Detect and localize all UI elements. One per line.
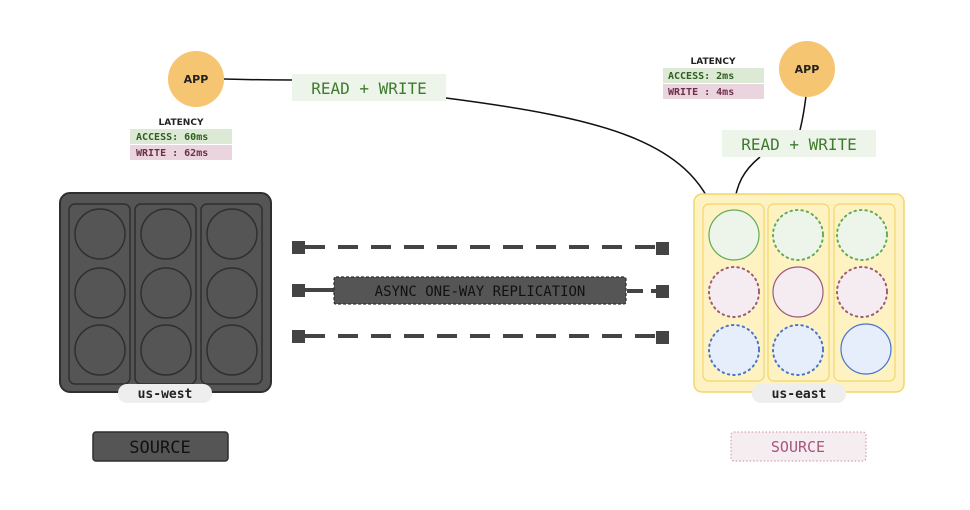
west-write-text: WRITE : 62ms: [136, 148, 208, 159]
replication-endpoint: [292, 241, 305, 254]
us-west-node: [74, 324, 126, 376]
us-west-node: [206, 267, 258, 319]
replication-label-box: [333, 276, 627, 305]
west-app: APP: [168, 51, 224, 107]
replication-label: ASYNC ONE-WAY REPLICATION: [375, 284, 586, 300]
west-source-text: SOURCE: [129, 438, 190, 458]
us-west-node: [140, 267, 192, 319]
west-read-write-label: READ + WRITE: [292, 74, 446, 101]
us-east-node-replica-blue: [772, 324, 824, 376]
east-source-badge: SOURCE: [730, 431, 867, 462]
us-east-node-replica-green: [772, 209, 824, 261]
us-west-region-label: us-west: [138, 387, 193, 402]
replication-endpoint: [656, 242, 669, 255]
east-write-text: WRITE : 4ms: [668, 87, 734, 98]
east-read-write-text: READ + WRITE: [741, 135, 857, 154]
us-west-node: [206, 208, 258, 260]
replication-endpoint: [656, 285, 669, 298]
west-latency-title: LATENCY: [159, 118, 204, 128]
us-east-node-replica-pink: [836, 266, 888, 318]
east-app: APP: [779, 41, 835, 97]
us-east-node-replica-green: [836, 209, 888, 261]
east-access-text: ACCESS: 2ms: [668, 71, 734, 82]
replication-endpoint: [292, 284, 305, 297]
west-latency: LATENCY ACCESS: 60ms WRITE : 62ms: [130, 118, 232, 160]
east-app-label: APP: [795, 63, 820, 76]
east-latency: LATENCY ACCESS: 2ms WRITE : 4ms: [663, 57, 764, 99]
us-east-node-primary-pink: [772, 266, 824, 318]
east-read-write-label: READ + WRITE: [722, 130, 876, 157]
west-access-bg: [130, 129, 232, 144]
us-east-region-pill: [752, 384, 846, 403]
east-source-bg: [730, 431, 867, 462]
us-west-cluster: us-west: [59, 192, 272, 403]
west-read-write-text: READ + WRITE: [311, 79, 427, 98]
us-east-node-primary-blue: [840, 323, 892, 375]
replication-endpoint: [292, 330, 305, 343]
west-source-bg: [92, 431, 229, 462]
us-west-node: [206, 324, 258, 376]
east-access-bg: [663, 68, 764, 83]
west-to-east-rw-arrow: [445, 97, 718, 218]
east-app-circle: [779, 41, 835, 97]
us-west-node: [74, 267, 126, 319]
east-write-bg: [663, 84, 764, 99]
us-east-node-primary-green: [708, 209, 760, 261]
west-access-text: ACCESS: 60ms: [136, 132, 208, 143]
us-west-node: [140, 208, 192, 260]
west-app-connector: [223, 78, 293, 81]
east-source-text: SOURCE: [771, 438, 825, 456]
replication-links: ASYNC ONE-WAY REPLICATION: [292, 241, 669, 344]
us-east-node-replica-blue: [708, 324, 760, 376]
west-source-badge: SOURCE: [92, 431, 229, 462]
us-east-cluster: us-east: [693, 193, 905, 403]
west-app-label: APP: [184, 73, 209, 86]
west-read-write-bg: [292, 74, 446, 101]
us-east-region-label: us-east: [772, 387, 827, 402]
replication-endpoint: [656, 331, 669, 344]
us-west-node: [140, 324, 192, 376]
east-read-write-bg: [722, 130, 876, 157]
west-write-bg: [130, 145, 232, 160]
east-app-connector: [799, 95, 807, 131]
us-west-node: [74, 208, 126, 260]
east-latency-title: LATENCY: [691, 57, 736, 67]
us-west-region-pill: [118, 384, 212, 403]
us-east-node-replica-pink: [708, 266, 760, 318]
west-app-circle: [168, 51, 224, 107]
